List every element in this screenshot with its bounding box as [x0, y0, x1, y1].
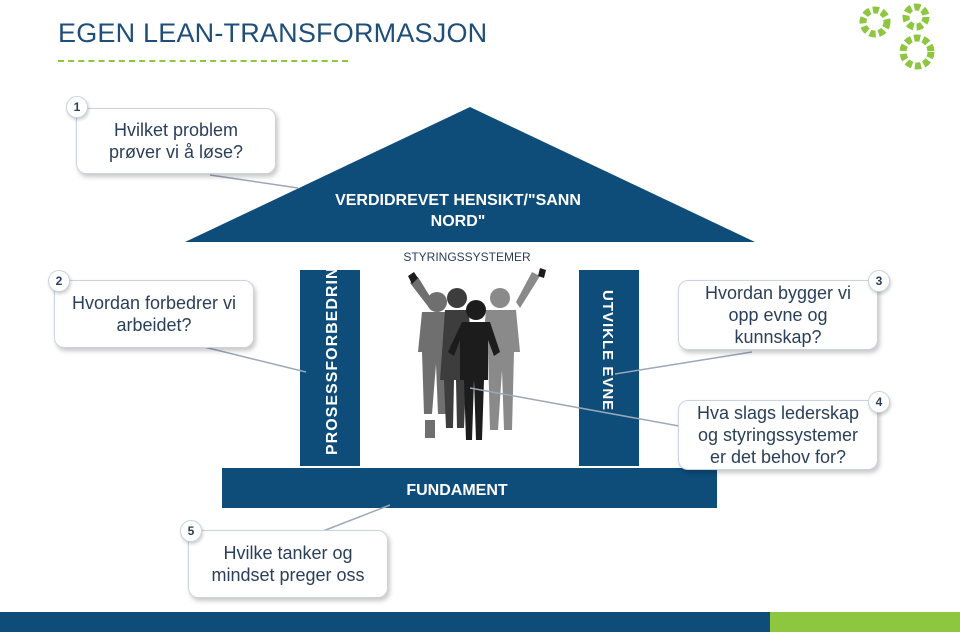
callout-1: Hvilket problem prøver vi å løse? [76, 108, 276, 174]
callout-1-line2: prøver vi å løse? [108, 142, 244, 162]
left-pillar [300, 270, 360, 466]
logo-rings-icon [859, 3, 935, 70]
callout-2: Hvordan forbedrer vi arbeidet? [54, 280, 254, 348]
team-silhouette-icon [408, 268, 546, 440]
callout-4: Hva slags lederskap og styringssystemer … [678, 400, 878, 470]
footer-navy-segment [0, 612, 770, 632]
callout-5-number: 5 [180, 520, 202, 542]
right-pillar [579, 270, 639, 466]
page-title: EGEN LEAN-TRANSFORMASJON [58, 18, 488, 48]
roof [185, 107, 755, 242]
foundation-label: FUNDAMENT [406, 482, 508, 499]
callout-3-line1: Hvordan bygger vi [704, 283, 852, 303]
callout-1-number: 1 [66, 96, 88, 118]
management-label: STYRINGSSYSTEMER [403, 250, 531, 264]
callout-2-line2: arbeidet? [116, 315, 192, 335]
callout-5-line2: mindset preger oss [211, 565, 365, 585]
callout-4-line1: Hva slags lederskap [696, 403, 860, 423]
callout-3-line3: kunnskap? [734, 327, 822, 347]
callout-5: Hvilke tanker og mindset preger oss [188, 530, 388, 598]
footer-green-segment [770, 612, 960, 632]
left-pillar-label: PROSESSFORBEDRING [324, 253, 341, 455]
foundation [222, 468, 717, 508]
title-underline [58, 60, 348, 62]
footer-bar [0, 612, 960, 632]
connector-2 [199, 345, 307, 373]
callout-4-number: 4 [868, 391, 890, 413]
right-pillar-label: UTVIKLE EVNE [599, 290, 616, 411]
callout-4-line2: og styringssystemer [697, 425, 859, 445]
callout-3: Hvordan bygger vi opp evne og kunnskap? [678, 280, 878, 350]
callout-5-line1: Hvilke tanker og [223, 543, 353, 563]
callout-2-number: 2 [48, 270, 70, 292]
callout-3-line2: opp evne og [728, 305, 828, 325]
roof-label-line1: VERDIDREVET HENSIKT/"SANN [335, 192, 581, 209]
callout-3-number: 3 [868, 270, 890, 292]
connector-1 [209, 174, 299, 189]
roof-label-line2: NORD" [431, 213, 486, 230]
callout-1-line1: Hvilket problem [113, 120, 239, 140]
connector-4 [469, 387, 691, 429]
callout-4-line3: er det behov for? [709, 447, 847, 467]
connector-3 [614, 351, 753, 375]
callout-2-line1: Hvordan forbedrer vi [71, 293, 237, 313]
